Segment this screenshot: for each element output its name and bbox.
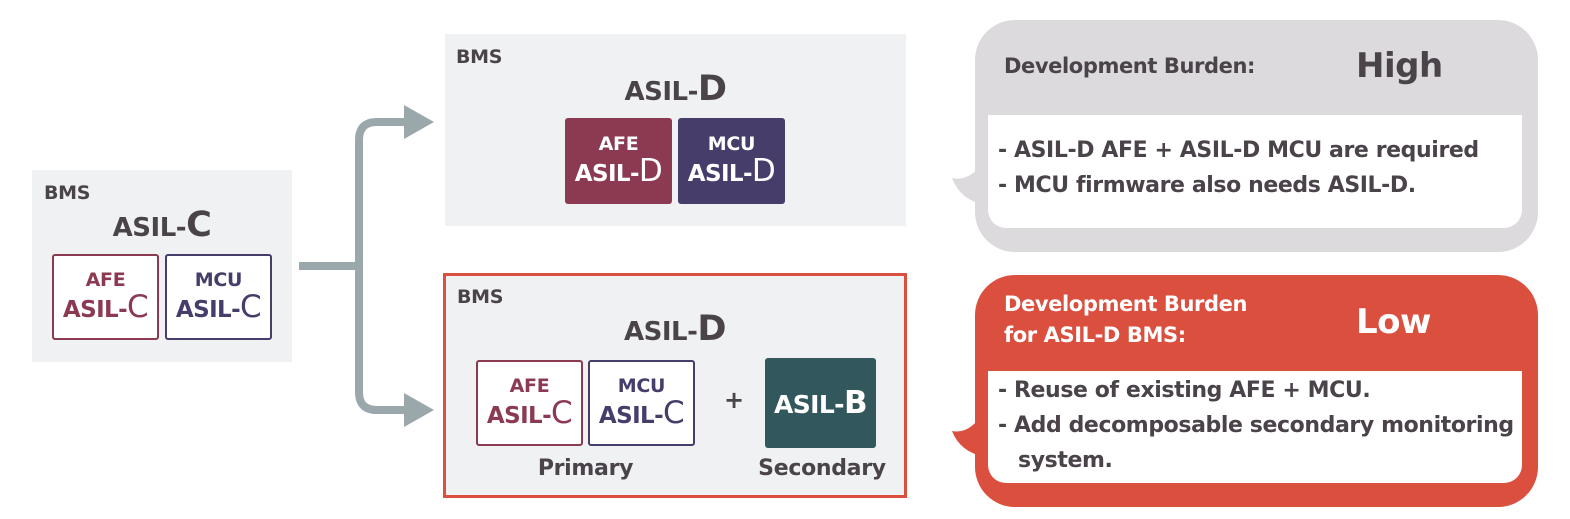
mcu-level-prefix: ASIL- — [175, 297, 241, 324]
option-high-panel: BMS ASIL-D AFE ASIL-D MCU ASIL-D — [445, 34, 906, 226]
mcu-level-letter: D — [751, 153, 776, 190]
option-high-bms-label: BMS — [456, 46, 503, 68]
option-low-asil-title: ASIL-D — [446, 308, 904, 349]
afe-level-prefix: ASIL- — [574, 161, 640, 188]
source-bms-panel: BMS ASIL-C AFE ASIL-C MCU ASIL-C — [32, 170, 292, 362]
asil-prefix: ASIL- — [112, 213, 187, 243]
afe-level-prefix: ASIL- — [62, 297, 128, 324]
secondary-caption: Secondary — [758, 456, 886, 481]
mcu-name: MCU — [707, 132, 756, 155]
asil-prefix: ASIL- — [623, 317, 698, 347]
afe-level: ASIL-C — [486, 395, 573, 432]
afe-level: ASIL-C — [62, 289, 149, 326]
afe-level-letter: C — [551, 395, 573, 432]
arrow-upper-branch — [355, 118, 408, 266]
option-low-bms-label: BMS — [457, 286, 504, 308]
afe-level-letter: C — [127, 289, 149, 326]
source-bms-label: BMS — [44, 182, 91, 204]
source-mcu-chip: MCU ASIL-C — [165, 254, 272, 340]
asil-level: C — [186, 204, 212, 245]
bubble-low-point-continuation: system. — [1018, 448, 1113, 473]
bubble-high-point: - ASIL-D AFE + ASIL-D MCU are required — [998, 138, 1479, 163]
mcu-level-prefix: ASIL- — [687, 161, 753, 188]
mcu-name: MCU — [617, 374, 666, 397]
option-low-panel: BMS ASIL-D AFE ASIL-C MCU ASIL-C + ASIL-… — [443, 273, 907, 498]
mcu-name: MCU — [194, 268, 243, 291]
secondary-level-letter: B — [843, 384, 868, 421]
option-low-afe-chip: AFE ASIL-C — [476, 360, 583, 446]
option-high-afe-chip: AFE ASIL-D — [565, 118, 672, 204]
option-low-mcu-chip: MCU ASIL-C — [588, 360, 695, 446]
bubble-high-body: - ASIL-D AFE + ASIL-D MCU are required -… — [988, 115, 1522, 228]
afe-level-letter: D — [638, 153, 663, 190]
asil-prefix: ASIL- — [624, 77, 698, 107]
secondary-level-prefix: ASIL- — [774, 389, 845, 419]
bubble-high-burden: High — [1356, 46, 1443, 86]
afe-name: AFE — [509, 374, 550, 397]
option-high-asil-title: ASIL-D — [445, 68, 906, 109]
source-asil-title: ASIL-C — [32, 204, 292, 245]
bubble-low-heading-line1: Development Burden — [1004, 292, 1248, 316]
plus-sign: + — [724, 386, 745, 414]
primary-caption: Primary — [537, 456, 634, 481]
mcu-level-letter: C — [240, 289, 262, 326]
bubble-low-heading-line2: for ASIL-D BMS: — [1004, 323, 1186, 347]
bubble-high-point: - MCU firmware also needs ASIL-D. — [998, 173, 1416, 198]
afe-name: AFE — [85, 268, 126, 291]
afe-name: AFE — [598, 132, 639, 155]
bubble-low-burden: Low — [1356, 302, 1431, 342]
asil-level: D — [697, 308, 726, 349]
bubble-low-point: - Add decomposable secondary monitoring — [998, 413, 1514, 438]
arrow-lower-branch — [355, 266, 408, 414]
afe-level-prefix: ASIL- — [486, 403, 552, 430]
bubble-high-heading: Development Burden: — [1004, 54, 1256, 78]
arrow-head-upper-icon — [404, 105, 434, 139]
afe-level: ASIL-D — [574, 153, 663, 190]
mcu-level: ASIL-D — [687, 153, 776, 190]
source-afe-chip: AFE ASIL-C — [52, 254, 159, 340]
bubble-low-body: - Reuse of existing AFE + MCU. - Add dec… — [988, 371, 1522, 483]
option-high-mcu-chip: MCU ASIL-D — [678, 118, 785, 204]
option-low-secondary-chip: ASIL-B — [765, 358, 876, 448]
mcu-level-letter: C — [663, 395, 685, 432]
bubble-low-point: - Reuse of existing AFE + MCU. — [998, 378, 1371, 403]
mcu-level: ASIL-C — [175, 289, 262, 326]
mcu-level: ASIL-C — [598, 395, 685, 432]
asil-level: D — [697, 68, 727, 109]
arrow-head-lower-icon — [404, 393, 434, 427]
secondary-level: ASIL-B — [774, 384, 868, 421]
mcu-level-prefix: ASIL- — [598, 403, 664, 430]
bubble-low-heading: Development Burden for ASIL-D BMS: — [1004, 289, 1247, 351]
